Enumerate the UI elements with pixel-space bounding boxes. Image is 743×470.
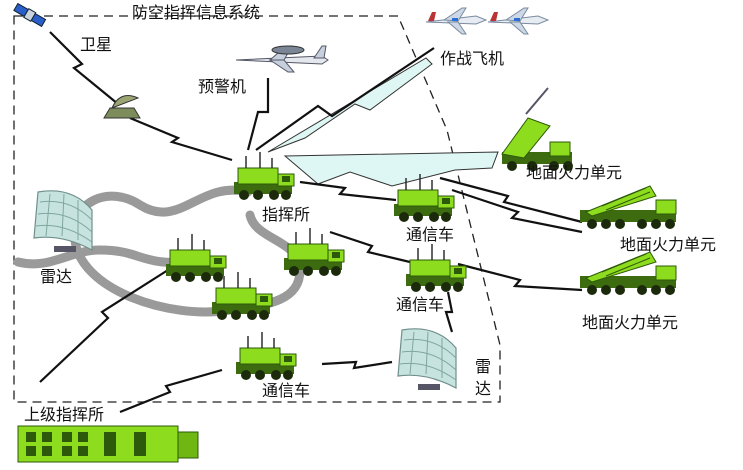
beam-to-fire-unit-1 — [283, 151, 499, 187]
link-command-fighters — [255, 47, 435, 151]
link-comm2-fire3 — [457, 262, 583, 292]
satellite-icon — [13, 2, 47, 28]
awacs-label: 预警机 — [198, 77, 247, 96]
system-title-label: 防空指挥信息系统 — [132, 3, 261, 22]
comm-vehicle-2-label: 通信车 — [396, 295, 445, 314]
fighter-jet-icon — [487, 7, 549, 35]
command-vehicle-icon — [283, 227, 345, 277]
comm-vehicle-3-label: 通信车 — [262, 381, 311, 400]
fighters-label: 作战飞机 — [440, 49, 505, 68]
fighter-jet-icon — [425, 7, 487, 35]
awacs-aircraft-icon — [235, 45, 329, 73]
radar-antenna-icon — [397, 328, 457, 391]
ground-fire-unit-icon — [579, 251, 677, 296]
comm-vehicle-2-icon — [405, 243, 467, 293]
upper-command-post-building-icon — [17, 425, 199, 463]
link-comm1-fire2 — [451, 188, 583, 234]
wired-cable-branch — [13, 245, 190, 269]
link-cp2-comm2 — [329, 230, 411, 264]
link-comm3-radar — [321, 360, 393, 370]
radar-right-label: 雷达 — [474, 357, 491, 398]
link-comm2-comm3 — [444, 291, 454, 333]
link-satstation-command — [129, 116, 233, 162]
command-post-label: 指挥所 — [262, 205, 311, 224]
system-boundary — [13, 15, 501, 403]
ground-fire-unit-icon — [501, 87, 573, 171]
link-upper-comm3 — [119, 368, 223, 414]
link-command-comm1 — [299, 180, 397, 202]
ground-fire-unit-icon — [579, 185, 677, 230]
radio-links — [39, 31, 583, 414]
upper-command-post-label: 上级指挥所 — [24, 405, 105, 424]
link-comm1-fire2-b — [439, 176, 583, 224]
link-awacs-command — [246, 78, 270, 151]
link-satellite-ground — [49, 31, 119, 105]
ground-fire-unit-3-label: 地面火力单元 — [582, 313, 679, 332]
ground-fire-unit-2-label: 地面火力单元 — [620, 235, 717, 254]
ground-fire-unit-1-label: 地面火力单元 — [526, 163, 623, 182]
radar-antenna-icon — [33, 190, 93, 253]
command-post-vehicle-icon — [233, 151, 295, 201]
comm-vehicle-3-icon — [235, 331, 297, 381]
link-upper-command-left — [39, 269, 169, 383]
satellite-label: 卫星 — [80, 35, 113, 54]
radar-left-label: 雷达 — [40, 267, 73, 286]
command-vehicle-icon — [165, 233, 227, 283]
comm-vehicle-1-label: 通信车 — [406, 225, 455, 244]
satellite-ground-station-icon — [103, 95, 141, 119]
